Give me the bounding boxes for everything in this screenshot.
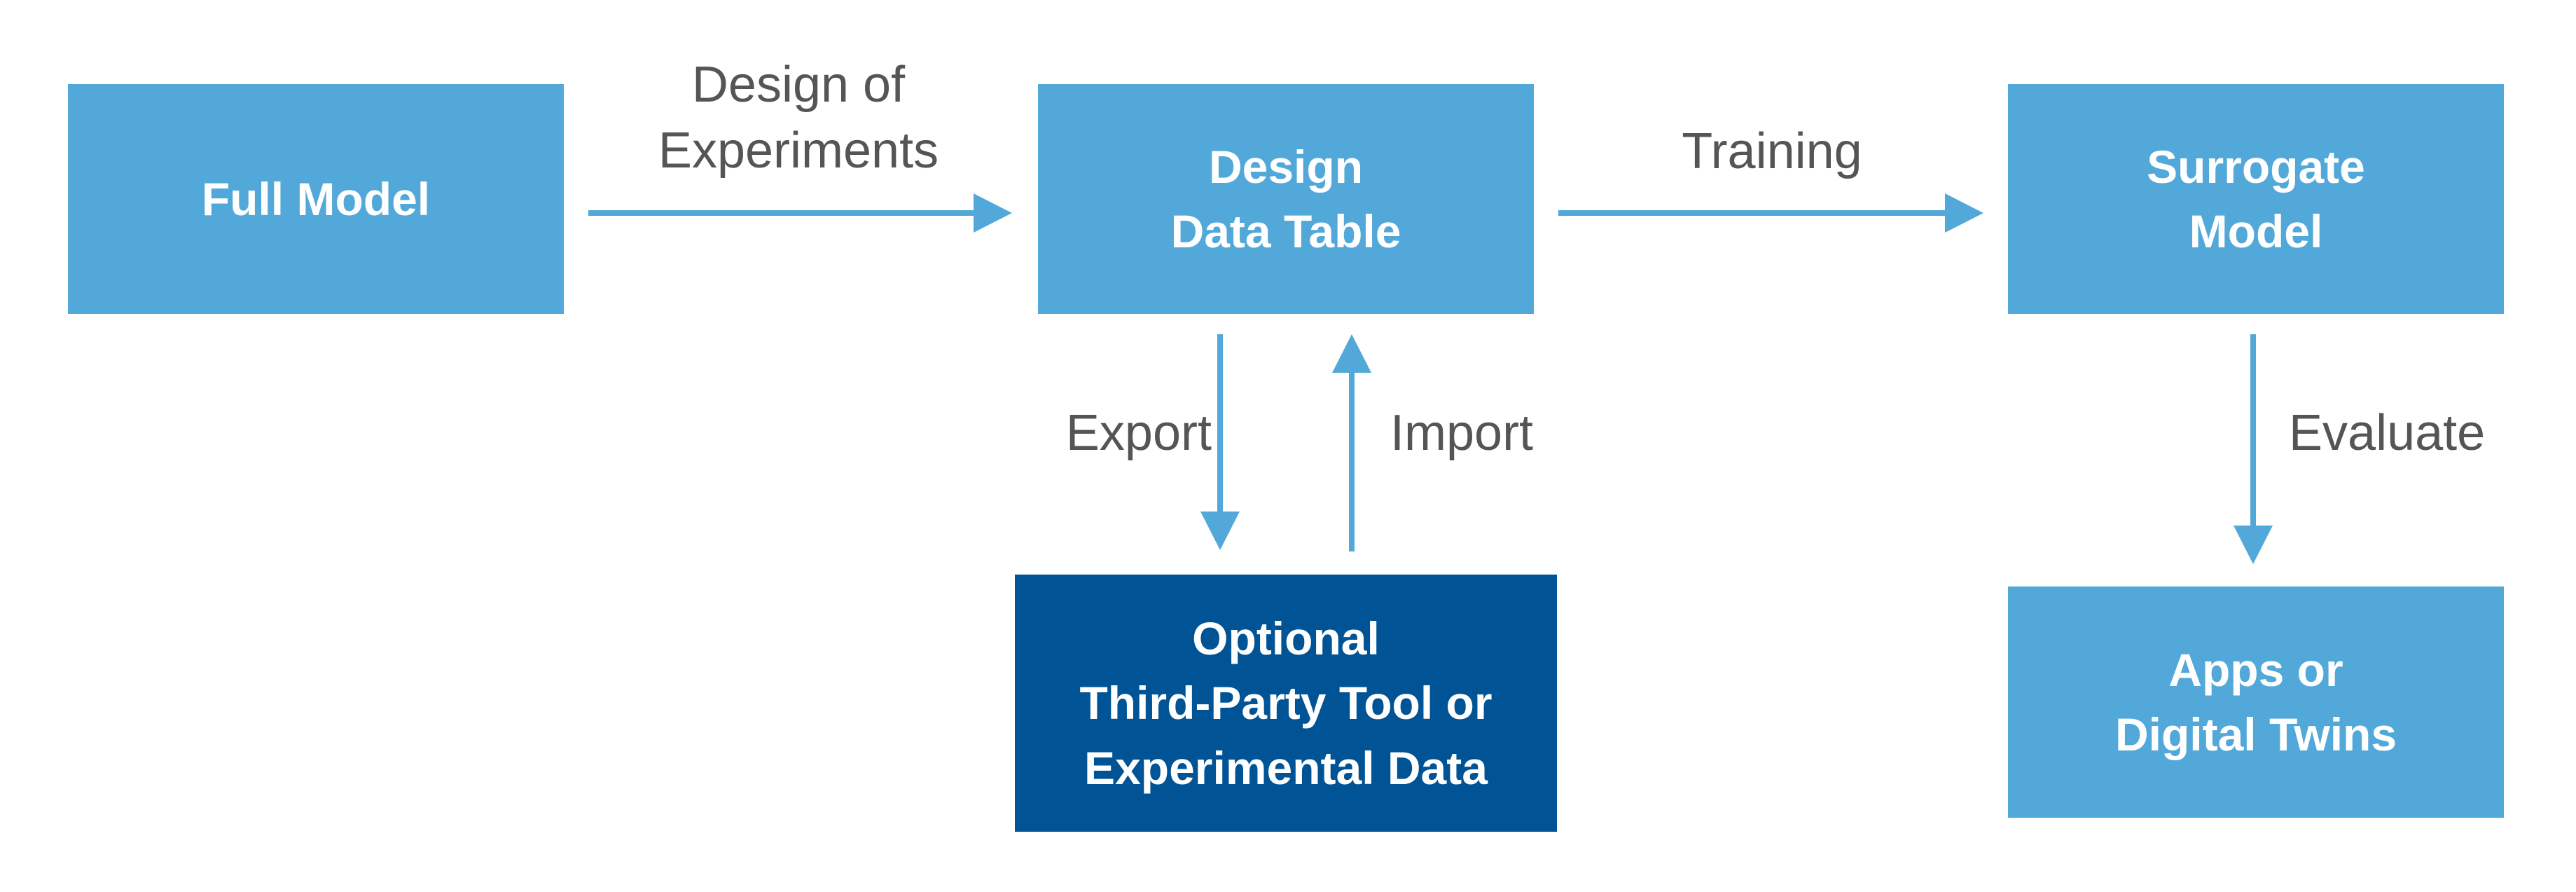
full-model-node: Full Model: [68, 84, 564, 314]
third-party-node: Optional Third-Party Tool or Experimenta…: [1015, 575, 1557, 832]
evaluate-line1: Evaluate: [2289, 405, 2486, 461]
arrow-full-model-to-design-table: [588, 193, 1012, 233]
third-party-label-line3: Experimental Data: [1084, 741, 1488, 794]
export-line1: Export: [1065, 405, 1212, 461]
training-label: Training: [1597, 119, 1947, 185]
third-party-label-line2: Third-Party Tool or: [1079, 677, 1493, 729]
design-data-table-node: Design Data Table: [1038, 84, 1534, 314]
design-of-experiments-line1: Design of: [691, 57, 906, 113]
import-label: Import: [1390, 401, 1621, 467]
import-line1: Import: [1390, 405, 1534, 461]
apps-label-line2: Digital Twins: [2114, 708, 2397, 760]
export-label: Export: [981, 401, 1212, 467]
design-data-table-label-line2: Data Table: [1170, 205, 1401, 257]
surrogate-model-label-line2: Model: [2189, 205, 2323, 257]
training-line1: Training: [1682, 123, 1862, 179]
design-data-table-label-line1: Design: [1208, 140, 1364, 193]
arrow-design-table-to-surrogate: [1558, 193, 1983, 233]
surrogate-model-node: Surrogate Model: [2008, 84, 2504, 314]
apps-label-line1: Apps or: [2168, 643, 2343, 696]
third-party-label-line1: Optional: [1192, 612, 1380, 664]
arrow-import-up: [1332, 334, 1371, 551]
evaluate-label: Evaluate: [2289, 401, 2527, 467]
arrow-evaluate-down: [2234, 334, 2273, 564]
arrow-export-down: [1200, 334, 1240, 550]
full-model-label: Full Model: [201, 172, 431, 225]
apps-node: Apps or Digital Twins: [2008, 586, 2504, 818]
design-of-experiments-line2: Experiments: [658, 122, 939, 179]
surrogate-model-label-line1: Surrogate: [2147, 140, 2365, 193]
design-of-experiments-label: Design of Experiments: [623, 53, 974, 184]
